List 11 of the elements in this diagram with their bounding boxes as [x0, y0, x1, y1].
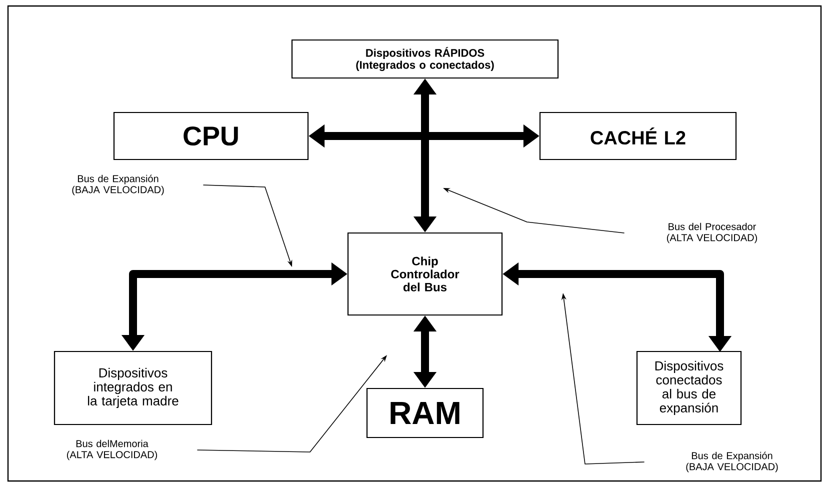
device-box: Dispositivos RÁPIDOS (Integrados o conectados) — [291, 39, 559, 79]
bus-label: Bus de Expansión (BAJA VELOCIDAD) — [686, 452, 778, 472]
bus-label: Bus de Expansión (BAJA VELOCIDAD) — [72, 174, 164, 196]
device-box: Dispositivos integrados en la tarjeta madre — [54, 350, 212, 426]
bus-label: Bus delMemoria (ALTA VELOCIDAD) — [66, 440, 158, 460]
controller-box: Chip Controlador del Bus — [347, 232, 503, 316]
cpu-box: CPU — [113, 112, 309, 160]
bus-label: Bus del Procesador (ALTA VELOCIDAD) — [666, 222, 758, 244]
cache-box: CACHÉ L2 — [539, 112, 737, 160]
device-box: Dispositivos conectados al bus de expansión — [636, 350, 742, 426]
ram-box: RAM — [366, 388, 484, 438]
